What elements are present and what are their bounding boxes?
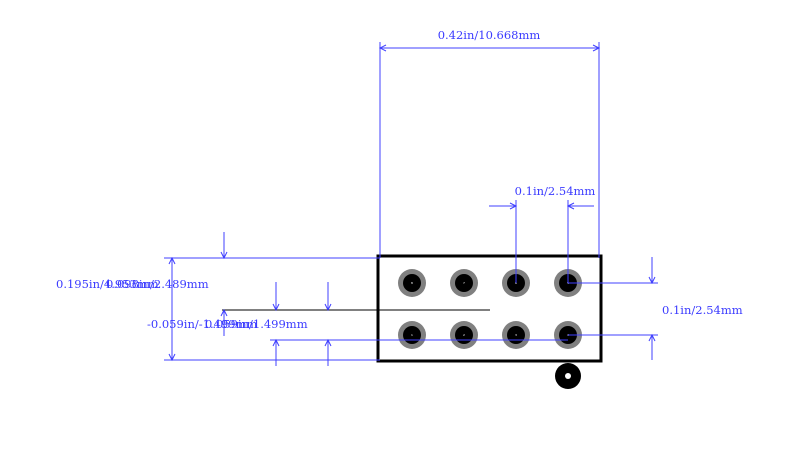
pad-bottom-1: 1 xyxy=(398,321,426,349)
pin1-marker-dot xyxy=(565,373,571,379)
pad-label: 7 xyxy=(463,281,465,285)
body-outline xyxy=(376,254,603,363)
dim-pin-pitch: 0.1in/2.54mm xyxy=(515,184,596,198)
dimension-lines xyxy=(164,42,658,366)
pad-bottom-2: 2 xyxy=(450,321,478,349)
pad-label: 2 xyxy=(463,333,465,337)
dim-row-pitch: 0.1in/2.54mm xyxy=(662,303,743,317)
pad-label: 8 xyxy=(411,281,413,285)
dim-overall-width: 0.42in/10.668mm xyxy=(438,28,541,42)
pad-top-1: 8 xyxy=(398,269,426,297)
pad-bottom-3: 3 xyxy=(502,321,530,349)
dim-neg-offset-a: -0.059in/-1.499mm xyxy=(147,317,257,331)
pad-label: 3 xyxy=(515,333,517,337)
pad-label: 1 xyxy=(411,333,413,337)
dim-row-offset: 0.098in/2.489mm xyxy=(106,277,209,291)
pad-top-2: 7 xyxy=(450,269,478,297)
dim-overall-height: 0.195in/4.953mm xyxy=(56,277,159,291)
dim-neg-offset-b: 0.059in/1.499mm xyxy=(205,317,308,331)
